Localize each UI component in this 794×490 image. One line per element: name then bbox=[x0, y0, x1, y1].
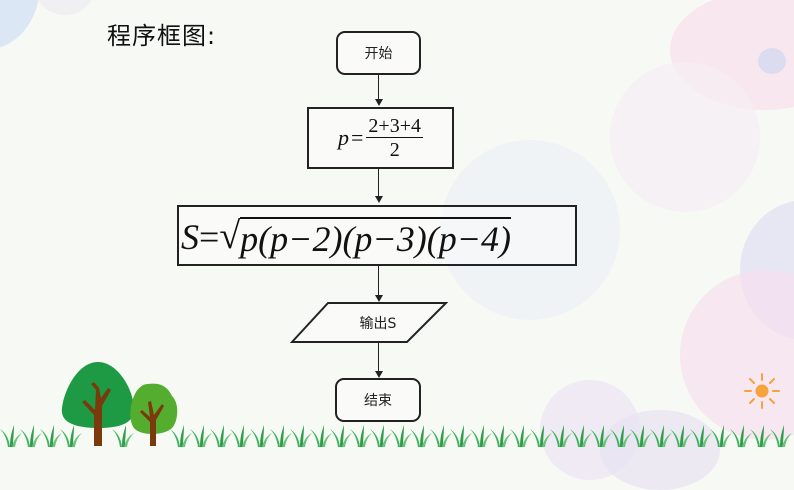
bg-bubble bbox=[758, 48, 786, 74]
var-s: S bbox=[181, 216, 199, 257]
bg-bubble bbox=[440, 140, 620, 320]
flowchart-process-p: p = 2+3+4 2 bbox=[307, 107, 454, 169]
bg-bubble bbox=[0, 0, 40, 50]
radicand: p(p−2)(p−3)(p−4) bbox=[240, 216, 511, 259]
flowchart-start: 开始 bbox=[336, 31, 421, 75]
connector-line bbox=[377, 342, 379, 372]
arrow-head-icon bbox=[374, 99, 383, 106]
formula-p: p = 2+3+4 2 bbox=[338, 115, 423, 162]
var-p: p bbox=[338, 125, 349, 150]
connector-line bbox=[377, 266, 379, 296]
sun-icon bbox=[744, 373, 780, 409]
equals-sign: = bbox=[199, 216, 220, 257]
flowchart-process-s: S = √ p(p−2)(p−3)(p−4) bbox=[177, 205, 577, 266]
equals-sign: = bbox=[351, 125, 364, 150]
formula-s: S = √ p(p−2)(p−3)(p−4) bbox=[181, 214, 511, 258]
bg-bubble bbox=[680, 270, 794, 440]
bg-bubble bbox=[610, 62, 760, 212]
slide-title: 程序框图: bbox=[107, 22, 217, 50]
start-label: 开始 bbox=[364, 46, 393, 62]
grass-border-icon bbox=[0, 425, 792, 447]
connector-line bbox=[377, 169, 379, 197]
arrow-head-icon bbox=[374, 295, 383, 302]
fraction: 2+3+4 2 bbox=[366, 115, 423, 162]
end-label: 结束 bbox=[364, 393, 392, 409]
radical-icon: √ bbox=[219, 214, 241, 257]
bg-bubble bbox=[600, 410, 720, 490]
numerator: 2+3+4 bbox=[366, 114, 423, 138]
bg-bubble bbox=[35, 0, 95, 15]
denominator: 2 bbox=[389, 138, 400, 161]
tree-light-icon bbox=[130, 383, 178, 446]
arrow-head-icon bbox=[374, 371, 383, 378]
flowchart-end: 结束 bbox=[335, 378, 421, 422]
connector-line bbox=[377, 75, 379, 100]
output-label: 输出S bbox=[359, 316, 397, 332]
arrow-head-icon bbox=[374, 196, 383, 203]
tree-dark-icon bbox=[61, 362, 135, 446]
flowchart-output-shape bbox=[290, 302, 448, 343]
